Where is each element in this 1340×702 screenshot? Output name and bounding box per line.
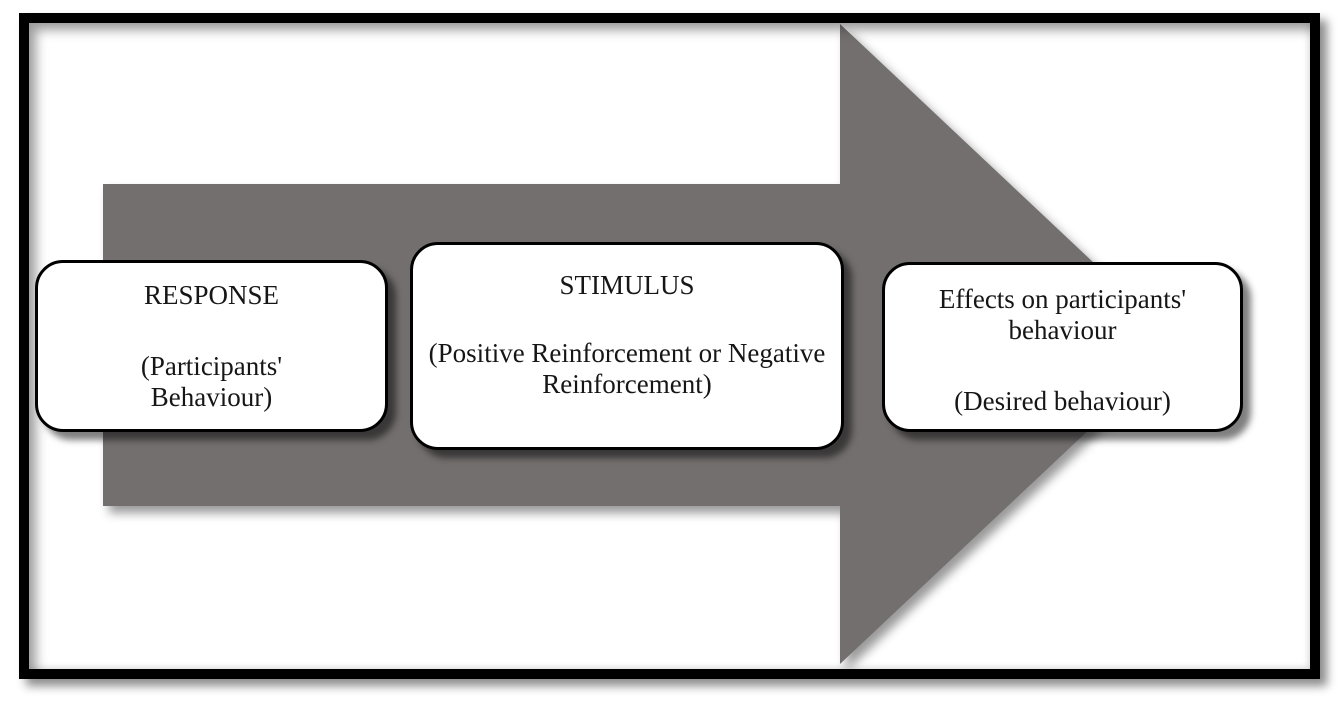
box-stimulus-title: STIMULUS	[559, 270, 695, 300]
box-response-subtitle: (Participants' Behaviour)	[140, 351, 283, 412]
box-effects: Effects on participants' behaviour (Desi…	[882, 262, 1243, 432]
box-effects-subtitle: (Desired behaviour)	[954, 386, 1171, 416]
box-response: RESPONSE (Participants' Behaviour)	[35, 260, 388, 432]
box-stimulus-subtitle: (Positive Reinforcement or Negative Rein…	[428, 338, 826, 399]
box-stimulus: STIMULUS (Positive Reinforcement or Nega…	[410, 242, 844, 450]
box-response-title: RESPONSE	[143, 280, 280, 310]
box-effects-title: Effects on participants' behaviour	[938, 284, 1187, 345]
